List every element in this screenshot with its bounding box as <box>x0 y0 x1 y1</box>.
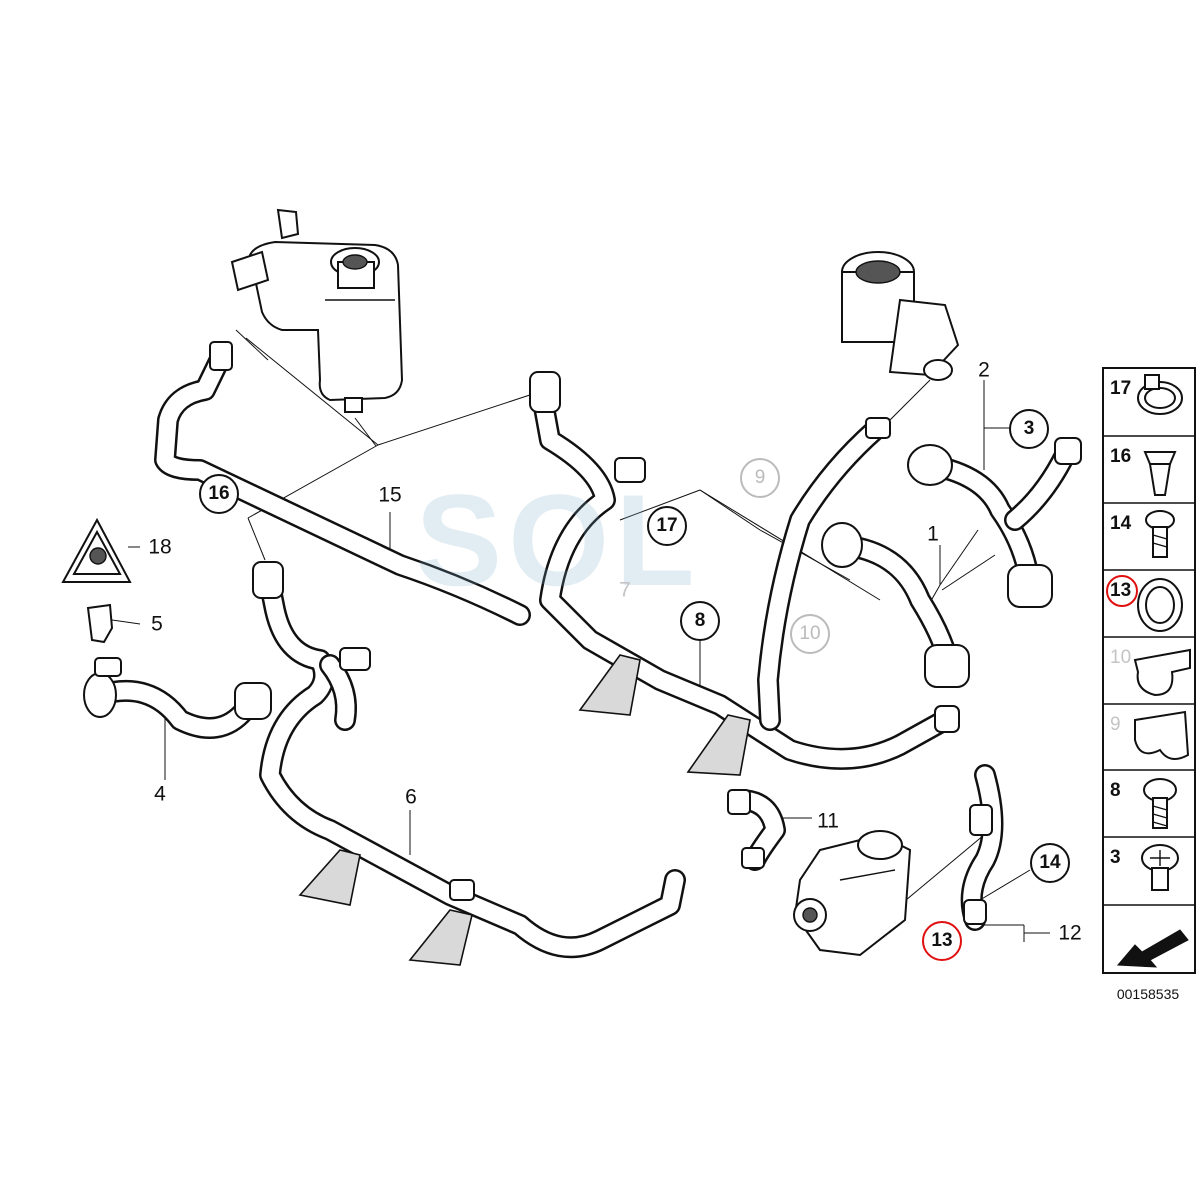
callout-17: 17 <box>647 506 687 546</box>
screw-cross-head-icon <box>1141 844 1179 891</box>
callout-4: 4 <box>154 782 166 806</box>
sealing-ring-icon <box>1137 578 1183 632</box>
double-clip-icon <box>1134 710 1190 760</box>
expansion-tank <box>230 208 404 413</box>
hose-clamp-icon <box>1137 374 1183 415</box>
sensor-5 <box>86 603 114 644</box>
hose-12 <box>960 764 1004 931</box>
warning-triangle-18 <box>61 517 132 583</box>
callout-8: 8 <box>680 601 720 641</box>
callout-7: 7 <box>619 578 631 602</box>
hex-bolt-icon <box>1145 510 1175 558</box>
hose-1 <box>821 522 970 688</box>
callout-14: 14 <box>1030 843 1070 883</box>
expanding-rivet-icon <box>1143 451 1177 496</box>
holder-clip-icon <box>1133 648 1191 697</box>
callout-15: 15 <box>378 483 402 507</box>
callout-10: 10 <box>790 614 830 654</box>
panel-item-16: 16 <box>1110 446 1132 467</box>
callout-16: 16 <box>199 474 239 514</box>
hose-11 <box>727 789 786 871</box>
panel-item-10: 10 <box>1110 647 1132 668</box>
callout-6: 6 <box>405 785 417 809</box>
leader-lines <box>111 329 1050 942</box>
document-number: 00158535 <box>1116 986 1180 1002</box>
direction-arrow-icon <box>1116 929 1189 968</box>
panel-item-17: 17 <box>1110 378 1132 399</box>
hose-4 <box>83 657 272 739</box>
screw-icon <box>1143 778 1177 829</box>
callout-5: 5 <box>151 612 163 636</box>
panel-item-13: 13 <box>1105 575 1139 607</box>
hose-6 <box>252 561 686 966</box>
hose-9 <box>757 417 891 731</box>
panel-item-14: 14 <box>1110 513 1132 534</box>
callout-3: 3 <box>1009 409 1049 449</box>
auxiliary-water-pump <box>793 830 912 957</box>
thermostat-housing <box>841 251 960 381</box>
callout-9: 9 <box>740 458 780 498</box>
hose-2 <box>907 437 1082 608</box>
callout-12: 12 <box>1058 921 1082 945</box>
panel-item-9: 9 <box>1110 714 1121 735</box>
panel-item-3: 3 <box>1110 847 1121 868</box>
callout-18: 18 <box>148 535 172 559</box>
hose-7 <box>529 371 960 776</box>
callout-2: 2 <box>978 358 990 382</box>
callout-1: 1 <box>927 522 939 546</box>
callout-13: 13 <box>922 921 962 961</box>
hose-15-vent-line <box>154 341 531 626</box>
panel-item-8: 8 <box>1110 780 1121 801</box>
callout-11: 11 <box>817 809 839 833</box>
watermark: SOL <box>415 467 701 613</box>
